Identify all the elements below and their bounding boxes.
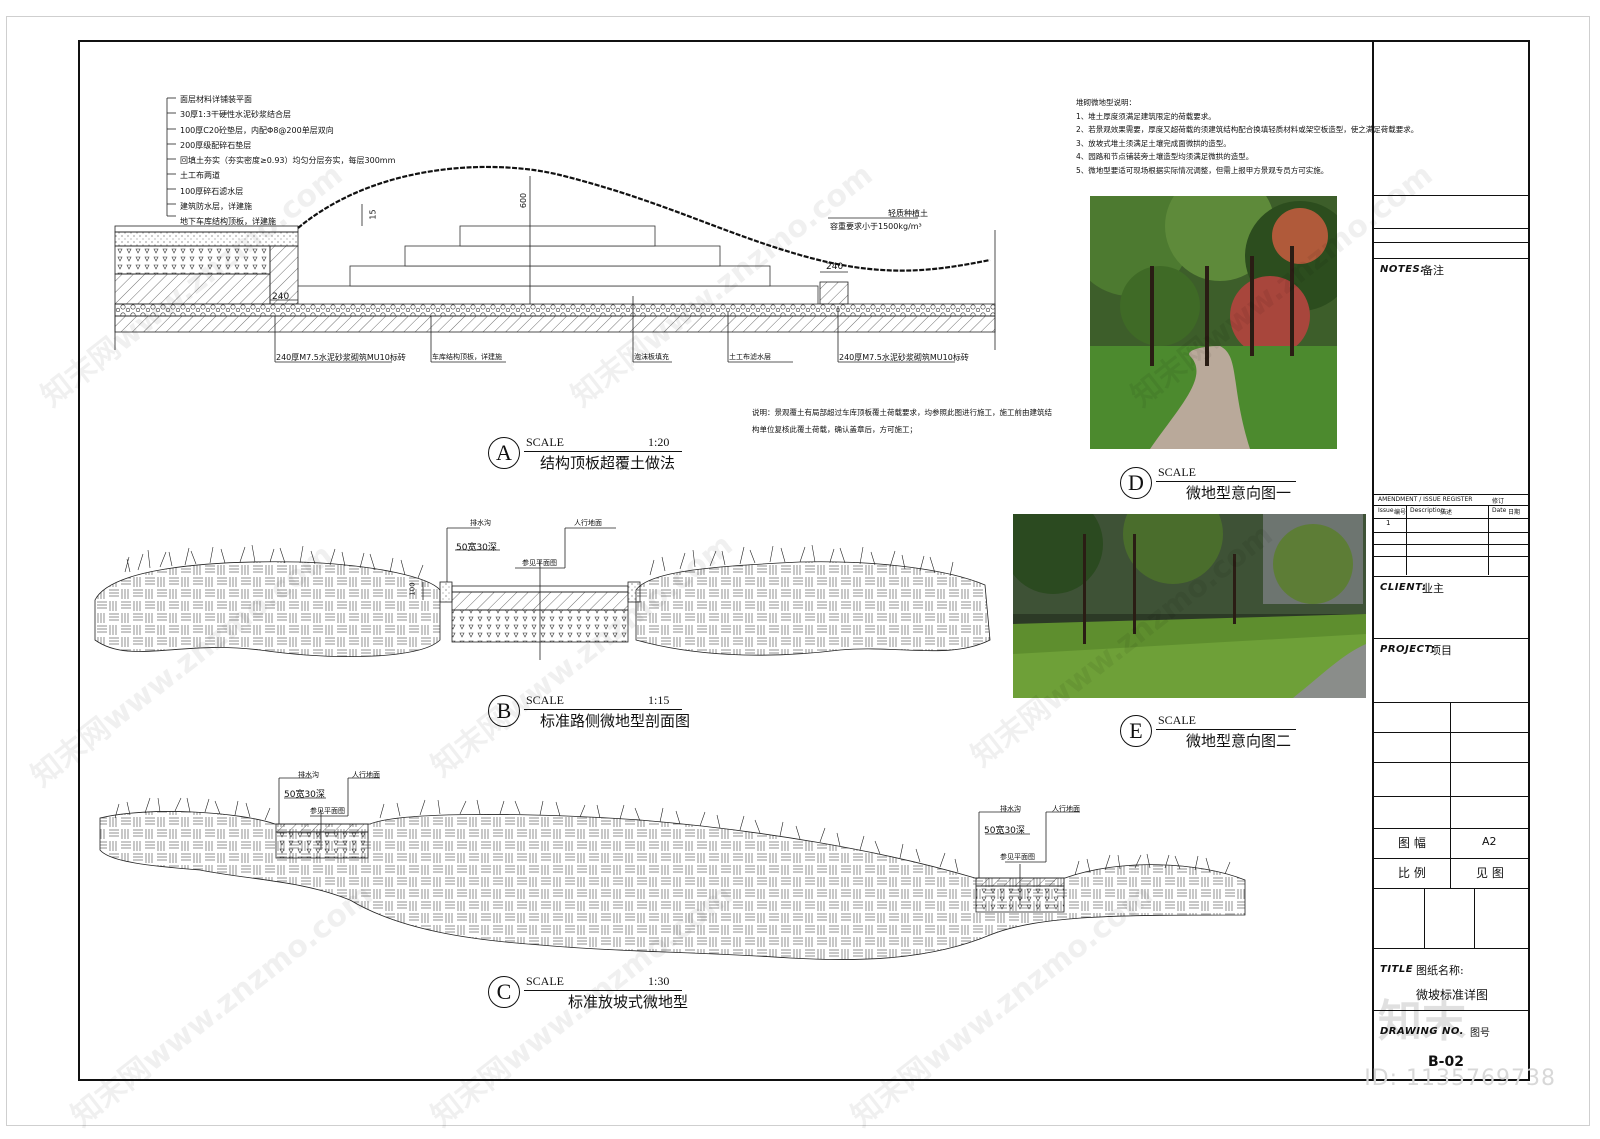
layer-label: 100厚碎石滤水层: [180, 186, 244, 196]
section-a-layer-list: 面层材料详铺装平面 30厚1:3干硬性水泥砂浆结合层 100厚C20砼垫层，内配…: [180, 92, 395, 230]
c-drain-size-1: 50宽30深: [284, 790, 325, 800]
caption-line: [524, 451, 682, 452]
dim-240-left: 240: [272, 292, 290, 302]
section-letter: A: [488, 437, 520, 469]
drawing-no-label: DRAWING NO.: [1380, 1026, 1464, 1037]
micro-terrain-notes: 堆砌微地型说明： 1、堆土厚度须满足建筑限定的荷载要求。 2、若景观效果需要，厚…: [1076, 96, 1418, 177]
sheet-size-label: 图 幅: [1398, 836, 1426, 850]
scale-ratio: 1:20: [648, 435, 670, 449]
section-title: 微地型意向图一: [1186, 484, 1292, 502]
title-cn: 图纸名称:: [1416, 964, 1464, 977]
note-line: 说明：景观覆土有局部超过车库顶板覆土荷载要求，均参照此图进行施工，施工前由建筑结: [752, 408, 1052, 417]
drawing-number: B-02: [1428, 1054, 1464, 1070]
bottom-label: 240厚M7.5水泥砂浆砌筑MU10标砖: [839, 353, 969, 362]
project-label: PROJECT:: [1380, 644, 1436, 655]
photo-d: [1090, 196, 1337, 449]
scale-ratio: 1:15: [648, 693, 670, 707]
photo-e: [1013, 514, 1366, 698]
c-ref-2: 参见平面图: [1000, 853, 1035, 861]
layer-label: 建筑防水层，详建施: [180, 202, 252, 212]
amend-label: AMENDMENT / ISSUE REGISTER: [1378, 496, 1473, 503]
issue-header-cn: 编号: [1394, 509, 1407, 516]
section-title: 标准放坡式微地型: [568, 993, 689, 1011]
title-label: TITLE: [1380, 964, 1414, 975]
notes-label: NOTES:: [1380, 264, 1425, 275]
issue-header: Issue: [1378, 507, 1394, 514]
caption-line: [524, 990, 682, 991]
soil-density: 容重要求小于1500kg/m³: [830, 222, 922, 231]
image-id: ID: 1135769738: [1364, 1066, 1556, 1091]
section-letter: B: [488, 695, 520, 727]
bottom-label: 车库结构顶板，详建施: [432, 353, 502, 361]
notes-item: 5、微地型要适可现场根据实际情况调整，但需上报甲方景观专员方可实施。: [1076, 165, 1329, 175]
sheet-size-value: A2: [1482, 835, 1497, 848]
sheet-outer-border: [6, 16, 1590, 1126]
c-walk-1: 人行地面: [352, 771, 380, 779]
brand-watermark: 知末: [1378, 996, 1466, 1047]
bottom-label: 土工布滤水层: [729, 353, 771, 361]
scale-label: SCALE: [1158, 465, 1197, 479]
title-block: NOTES: 备注 AMENDMENT / ISSUE REGISTER 修订 …: [1372, 40, 1530, 1081]
caption-line: [1156, 481, 1296, 482]
dim-240-right: 240: [826, 262, 844, 272]
b-walk: 人行地面: [574, 519, 602, 527]
notes-item: 3、放坡式堆土须满足土壤完成面微拱的造型。: [1076, 138, 1231, 148]
issue-no: 1: [1386, 519, 1391, 527]
scale-ratio: 1:30: [648, 974, 670, 988]
c-drain-1: 排水沟: [298, 771, 319, 779]
project-cn: 项目: [1430, 644, 1452, 657]
caption-line: [1156, 729, 1296, 730]
scale-label: SCALE: [1158, 713, 1197, 727]
drawing-title: 微坡标准详图: [1416, 988, 1489, 1002]
date-header: Date: [1492, 507, 1507, 514]
soil-label: 轻质种植土: [888, 209, 928, 218]
scale-label: SCALE: [526, 435, 565, 449]
notes-heading: 堆砌微地型说明：: [1076, 98, 1136, 107]
notes-item: 2、若景观效果需要，厚度又超荷载的须建筑结构配合换填轻质材料或架空板造型，使之满…: [1076, 125, 1419, 134]
section-letter: C: [488, 976, 520, 1008]
scale-label: SCALE: [526, 693, 565, 707]
c-drain-size-2: 50宽30深: [984, 826, 1025, 836]
client-label: CLIENT:: [1380, 582, 1427, 593]
notes-item: 1、堆土厚度须满足建筑限定的荷载要求。: [1076, 111, 1216, 121]
layer-label: 回填土夯实（夯实密度≥0.93）均匀分层夯实，每层300mm: [180, 156, 396, 166]
notes-cn: 备注: [1422, 264, 1444, 277]
section-title: 微地型意向图二: [1186, 732, 1292, 750]
section-letter: D: [1120, 467, 1152, 499]
c-ref-1: 参见平面图: [310, 807, 345, 815]
desc-header-cn: 描述: [1440, 509, 1453, 516]
layer-label: 土工布两道: [180, 171, 220, 181]
layer-label: 30厚1:3干硬性水泥砂浆结合层: [180, 110, 292, 120]
layer-label: 地下车库结构顶板，详建施: [180, 217, 276, 227]
caption-line: [524, 709, 682, 710]
scale-value-tb: 见 图: [1476, 866, 1504, 880]
date-header-cn: 日期: [1508, 509, 1521, 516]
scale-label-tb: 比 例: [1398, 866, 1426, 880]
section-title: 标准路侧微地型剖面图: [540, 712, 691, 730]
note-line: 构单位复核此覆土荷载，确认盖章后，方可施工；: [752, 425, 917, 434]
drawing-no-cn: 图号: [1470, 1028, 1490, 1039]
section-letter: E: [1120, 715, 1152, 747]
c-walk-2: 人行地面: [1052, 805, 1080, 813]
layer-label: 200厚级配碎石垫层: [180, 140, 252, 150]
bottom-label: 泡沫板填充: [634, 353, 669, 361]
layer-label: 100厚C20砼垫层，内配Φ8@200单层双向: [180, 125, 334, 135]
scale-label: SCALE: [526, 974, 565, 988]
bottom-label: 240厚M7.5水泥砂浆砌筑MU10标砖: [276, 353, 406, 362]
client-cn: 业主: [1422, 582, 1444, 595]
desc-header: Description: [1410, 507, 1445, 514]
section-title: 结构顶板超覆土做法: [540, 454, 676, 472]
amend-cn: 修订: [1492, 498, 1505, 505]
notes-item: 4、园路和节点铺装旁土壤造型均须满足微拱的造型。: [1076, 152, 1254, 161]
layer-label: 面层材料详铺装平面: [180, 95, 252, 104]
c-drain-2: 排水沟: [1000, 805, 1021, 813]
section-a-note: 说明：景观覆土有局部超过车库顶板覆土荷载要求，均参照此图进行施工，施工前由建筑结…: [752, 404, 1052, 438]
b-drain-size: 50宽30深: [456, 543, 497, 553]
b-ref: 参见平面图: [522, 559, 557, 567]
b-drain: 排水沟: [470, 519, 491, 527]
